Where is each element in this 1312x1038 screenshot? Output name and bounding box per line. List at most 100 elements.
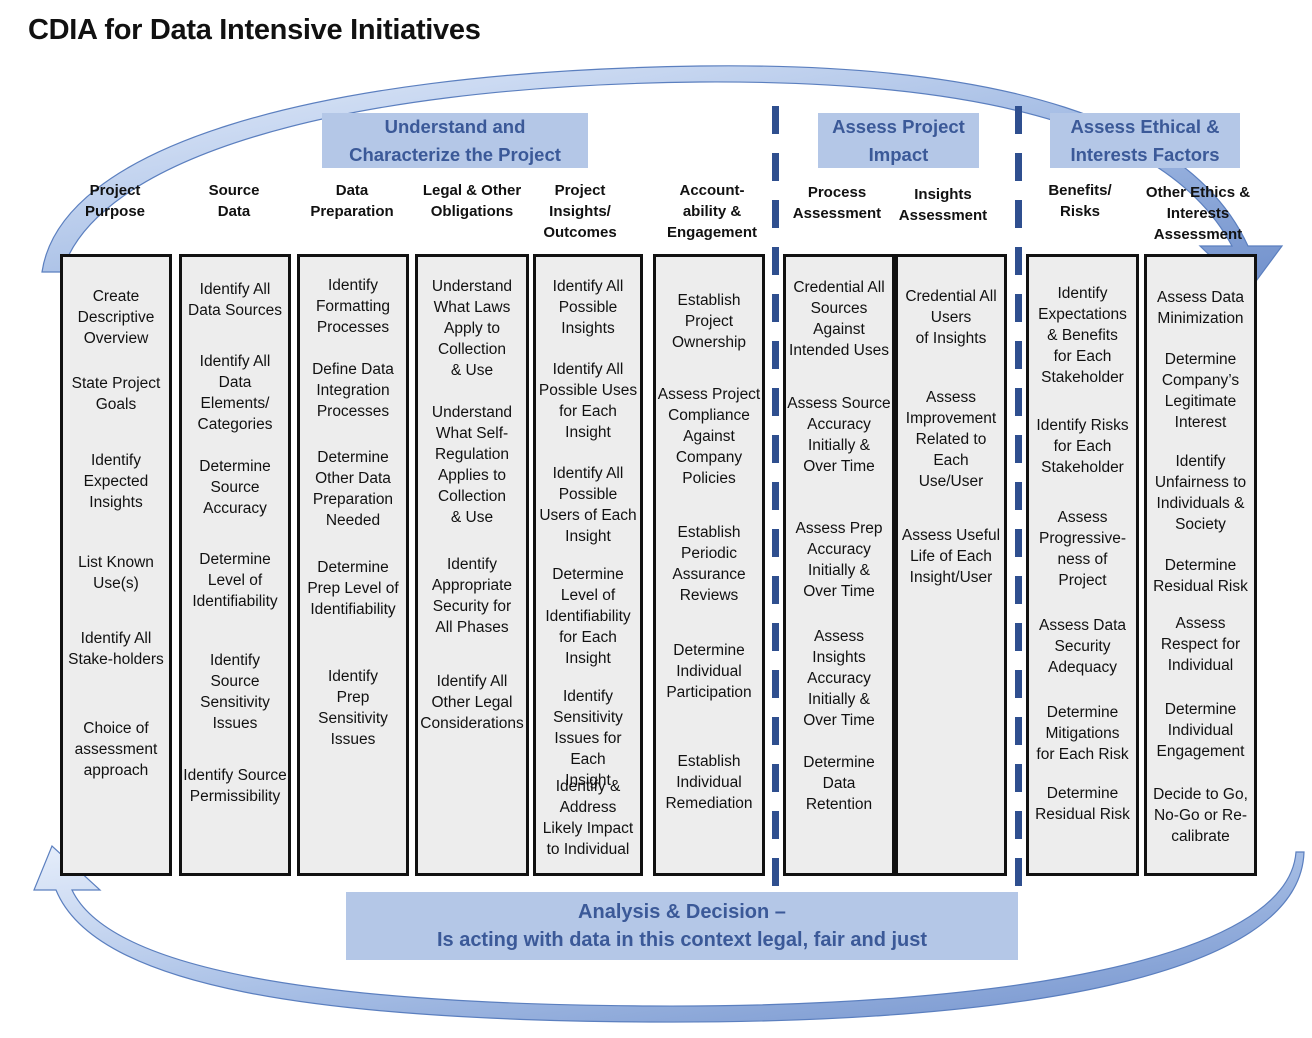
column-item: List Known Use(s) (78, 554, 154, 592)
phase-divider-dash (1015, 153, 1022, 181)
column-item: Understand What Laws Apply to Collection… (431, 278, 513, 379)
phase-divider-dash (1015, 106, 1022, 134)
phase-divider-dash (772, 482, 779, 510)
column-item: Identify Source Sensitivity Issues (200, 652, 270, 732)
phase-divider-dash (1015, 388, 1022, 416)
column-item: State Project Goals (71, 375, 161, 413)
column-item: Assess Data Security Adequacy (1038, 617, 1126, 676)
phase-divider-dash (772, 576, 779, 604)
column-item: Determine Level of Identifiability for E… (545, 566, 631, 667)
column-header: Process Assessment (792, 184, 882, 222)
column-item: Determine Level of Identifiability (192, 551, 278, 610)
column-item: Identify Risks for Each Stakeholder (1036, 417, 1129, 476)
column-item: Identify Prep Sensitivity Issues (318, 668, 388, 748)
column-item: Establish Periodic Assurance Reviews (672, 524, 746, 604)
column-item: Identify Expected Insights (83, 452, 149, 511)
phase-divider-dash (1015, 482, 1022, 510)
phase-banner-understand: Understand and Characterize the Project (322, 113, 588, 168)
phase-divider-dash (772, 764, 779, 792)
column-item: Establish Individual Remediation (665, 753, 753, 812)
column-item: Identify All Possible Insights (552, 278, 624, 337)
column-item: Identify All Data Sources (188, 281, 282, 319)
column-header: Project Purpose (84, 182, 145, 220)
phase-divider-dash (772, 529, 779, 557)
column-box: Credential All Sources Against Intended … (783, 254, 895, 876)
column-item: Determine Data Retention (803, 754, 875, 813)
phase-divider-dash (772, 388, 779, 416)
column-box: Identify Expectations & Benefits for Eac… (1026, 254, 1139, 876)
phase-divider-dash (1015, 294, 1022, 322)
phase-divider-dash (1015, 623, 1022, 651)
column-item: Assess Data Minimization (1156, 289, 1244, 327)
column-item: Identify All Data Elements/ Categories (197, 353, 273, 433)
column-item: Identify All Stake-holders (68, 630, 164, 668)
column-item: Determine Prep Level of Identifiability (307, 559, 399, 618)
column-item: Define Data Integration Processes (312, 361, 394, 420)
column-header: Account- ability & Engagement (666, 182, 757, 241)
analysis-decision-label: Analysis & Decision – Is acting with dat… (436, 901, 928, 951)
column-item: Identify & Address Likely Impact to Indi… (542, 778, 634, 858)
column-item: Identify Expectations & Benefits for Eac… (1038, 285, 1127, 386)
phase-divider-dash (772, 811, 779, 839)
phase-divider-dash (772, 294, 779, 322)
phase-divider-dash (1015, 435, 1022, 463)
column-box: Understand What Laws Apply to Collection… (415, 254, 529, 876)
phase-divider-dash (772, 435, 779, 463)
column-item: Identify Appropriate Security for All Ph… (431, 556, 513, 636)
phase-divider-dash (772, 858, 779, 886)
phase-divider-dash (1015, 858, 1022, 886)
phase-divider-dash (772, 153, 779, 181)
phase-divider-dash (772, 200, 779, 228)
phase-divider-dash (772, 670, 779, 698)
phase-divider-dash (1015, 529, 1022, 557)
column-item: Assess Improvement Related to Each Use/U… (905, 389, 997, 490)
bottom-cycle-arrow (33, 844, 1305, 1023)
column-item: Choice of assessment approach (74, 720, 158, 779)
column-header: Benefits/ Risks (1048, 182, 1112, 220)
column-item: Identify All Possible Users of Each Insi… (539, 465, 637, 545)
phase-divider-dash (1015, 811, 1022, 839)
column-item: Identify All Possible Uses for Each Insi… (538, 361, 638, 441)
page-title: CDIA for Data Intensive Initiatives (28, 14, 481, 46)
phase-divider-dash (772, 247, 779, 275)
column-item: Assess Project Compliance Against Compan… (657, 386, 761, 487)
column-item: Determine Individual Engagement (1156, 701, 1245, 760)
column-item: Assess Respect for Individual (1160, 615, 1241, 674)
column-item: Determine Company’s Legitimate Interest (1161, 351, 1240, 431)
column-item: Determine Other Data Preparation Needed (312, 449, 394, 529)
column-item: Decide to Go, No-Go or Re- calibrate (1153, 786, 1248, 845)
column-item: Identify Formatting Processes (315, 277, 391, 336)
column-item: Assess Source Accuracy Initially & Over … (787, 395, 891, 475)
column-item: Determine Source Accuracy (199, 458, 271, 517)
phase-divider-dash (772, 717, 779, 745)
column-item: Determine Residual Risk (1153, 557, 1248, 595)
phase-divider-dash (1015, 200, 1022, 228)
column-header: Source Data (208, 182, 260, 220)
column-item: Determine Residual Risk (1035, 785, 1130, 823)
phase-divider-dash (1015, 576, 1022, 604)
phase-banner-label: Assess Ethical & Interests Factors (1070, 115, 1220, 165)
column-item: Identify Source Permissibility (183, 767, 287, 805)
column-header: Data Preparation (310, 182, 394, 220)
column-header: Legal & Other Obligations (422, 182, 522, 220)
column-item: Identify Sensitivity Issues for Each Ins… (553, 688, 623, 789)
phase-divider-dash (1015, 247, 1022, 275)
phase-banner-label: Assess Project Impact (832, 115, 965, 165)
column-item: Determine Mitigations for Each Risk (1036, 704, 1129, 763)
column-item: Assess Insights Accuracy Initially & Ove… (803, 628, 875, 729)
column-item: Assess Prep Accuracy Initially & Over Ti… (795, 520, 883, 600)
phase-divider-dash (772, 341, 779, 369)
column-item: Establish Project Ownership (671, 292, 747, 351)
column-item: Assess Useful Life of Each Insight/User (901, 527, 1001, 586)
analysis-decision-banner: Analysis & Decision – Is acting with dat… (346, 892, 1018, 960)
phase-banner-label: Understand and Characterize the Project (349, 115, 561, 165)
column-item: Determine Individual Participation (666, 642, 752, 701)
phase-banner-ethics: Assess Ethical & Interests Factors (1050, 113, 1240, 168)
column-header: Insights Assessment (898, 186, 988, 224)
phase-divider-dash (1015, 764, 1022, 792)
